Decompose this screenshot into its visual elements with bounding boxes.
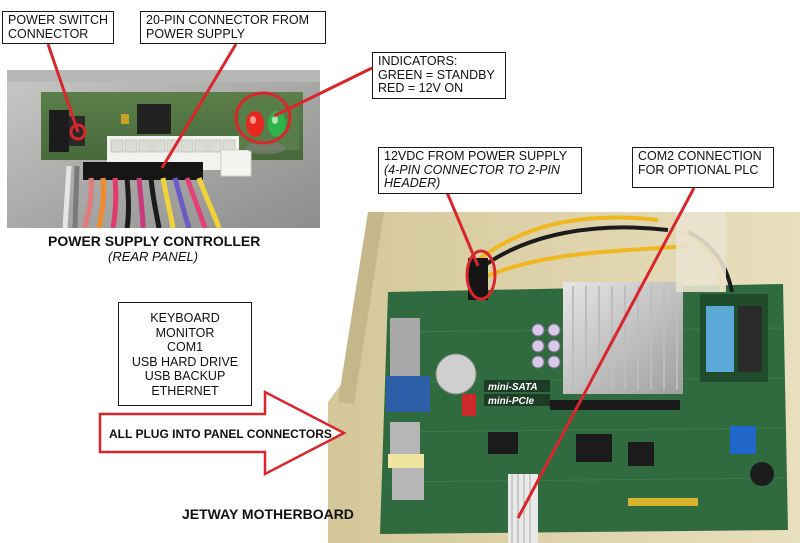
indicators-line-3: RED = 12V ON: [378, 81, 464, 95]
connection-item: KEYBOARD: [150, 311, 220, 325]
mini-pcie-label: mini-PCIe: [488, 396, 535, 407]
power-switch-line-1: POWER SWITCH: [8, 13, 108, 27]
pin20-line-2: POWER SUPPLY: [146, 26, 246, 41]
vdc12-callout: 12VDC FROM POWER SUPPLY (4-PIN CONNECTOR…: [378, 147, 582, 194]
com2-line-1: COM2 CONNECTION: [638, 149, 762, 163]
com2-line-2: FOR OPTIONAL PLC: [638, 162, 759, 177]
psu-controller-caption: POWER SUPPLY CONTROLLER: [48, 233, 261, 249]
psu-controller-photo: [7, 70, 320, 228]
motherboard-photo: mini-SATA mini-PCIe: [328, 212, 800, 543]
connection-item: MONITOR: [155, 325, 215, 340]
connections-list-box: KEYBOARD MONITOR COM1 USB HARD DRIVE USB…: [118, 302, 252, 406]
vdc12-line-2: (4-PIN CONNECTOR TO 2-PIN: [384, 162, 560, 177]
pin20-callout: 20-PIN CONNECTOR FROM POWER SUPPLY: [140, 11, 326, 44]
com2-callout: COM2 CONNECTION FOR OPTIONAL PLC: [632, 147, 774, 188]
vdc12-line-3: HEADER): [384, 176, 441, 190]
motherboard-caption: JETWAY MOTHERBOARD: [182, 506, 354, 522]
indicators-line-2: GREEN = STANDBY: [378, 67, 495, 82]
connection-item: USB HARD DRIVE: [131, 354, 239, 369]
panel-connectors-label: ALL PLUG INTO PANEL CONNECTORS: [109, 427, 332, 441]
indicators-line-1: INDICATORS:: [378, 54, 458, 68]
connection-item: COM1: [166, 340, 204, 354]
power-switch-callout: POWER SWITCH CONNECTOR: [2, 11, 114, 44]
vdc12-line-1: 12VDC FROM POWER SUPPLY: [384, 149, 568, 163]
connection-item: USB BACKUP: [144, 369, 226, 383]
indicators-callout: INDICATORS: GREEN = STANDBY RED = 12V ON: [372, 52, 506, 99]
pin20-line-1: 20-PIN CONNECTOR FROM: [146, 13, 309, 27]
psu-controller-subcaption: (REAR PANEL): [108, 249, 199, 264]
power-switch-line-2: CONNECTOR: [8, 26, 89, 41]
connection-item: ETHERNET: [151, 383, 219, 398]
mini-sata-label: mini-SATA: [488, 382, 538, 393]
